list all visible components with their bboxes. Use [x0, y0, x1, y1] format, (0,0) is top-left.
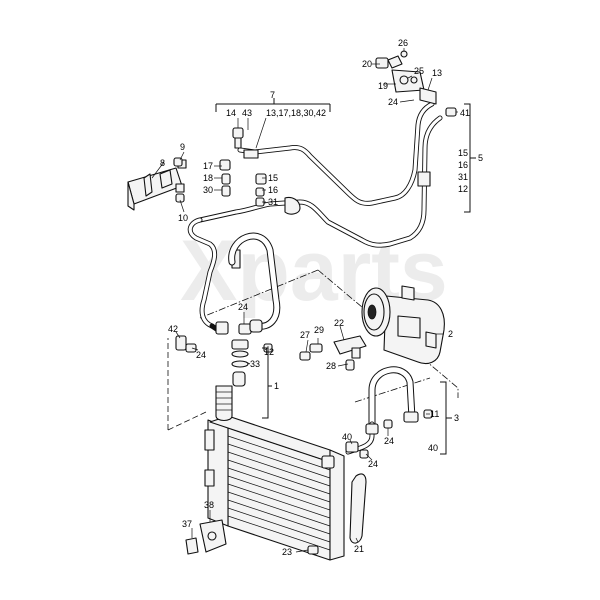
callout-25: 25: [414, 66, 424, 76]
pressure-hose: [345, 366, 419, 455]
fitting-41: [445, 107, 457, 117]
refrigerant-pipe-lower: [187, 115, 443, 335]
callout-3: 3: [454, 413, 459, 423]
callout-41: 41: [460, 108, 470, 118]
suction-hose: [228, 232, 281, 333]
callout-23: 23: [282, 547, 292, 557]
compressor-valve: [333, 335, 367, 359]
callout-11: 11: [430, 409, 439, 419]
callout-13: 13: [432, 68, 442, 78]
callout-28: 28: [326, 361, 336, 371]
receiver-drier: [215, 323, 252, 422]
callout-24e: 24: [368, 459, 378, 469]
callout-8: 8: [160, 158, 165, 168]
top-bracket: [375, 50, 437, 105]
callout-33: 33: [250, 359, 260, 369]
callout-16a: 16: [268, 185, 278, 195]
callout-40b: 40: [428, 443, 438, 453]
callout-19: 19: [378, 81, 388, 91]
callout-30: 30: [203, 185, 213, 195]
callout-24b: 24: [196, 350, 206, 360]
callout-2: 2: [448, 329, 453, 339]
callout-24d: 24: [384, 436, 394, 446]
callout-40a: 40: [342, 432, 352, 442]
leader-lines: [151, 48, 458, 553]
callout-15a: 15: [268, 173, 278, 183]
callout-26: 26: [398, 38, 408, 48]
pressure-switch: [232, 127, 259, 159]
side-seal-strip: [349, 473, 367, 544]
callout-1: 1: [274, 381, 279, 391]
callout-5: 5: [478, 153, 483, 163]
callout-37: 37: [182, 519, 192, 529]
callout-20: 20: [362, 59, 372, 69]
callout-22: 22: [334, 318, 344, 328]
callout-31b: 31: [458, 172, 468, 182]
group-brackets: [215, 98, 476, 455]
callout-14: 14: [226, 108, 236, 118]
mounting-bracket: [185, 519, 227, 555]
condenser: [204, 415, 345, 561]
callout-12b: 12: [264, 347, 274, 357]
callout-9: 9: [180, 142, 185, 152]
callout-24a: 24: [388, 97, 398, 107]
callout-10: 10: [178, 213, 188, 223]
callout-29: 29: [314, 325, 324, 335]
compressor: [361, 285, 445, 365]
callout-24c: 24: [238, 302, 248, 312]
small-fittings: [173, 157, 433, 555]
callout-15b: 15: [458, 148, 468, 158]
bracket-assembly: [127, 159, 187, 211]
callout-21: 21: [354, 544, 364, 554]
callout-42: 42: [168, 324, 178, 334]
callout-16b: 16: [458, 160, 468, 170]
callout-38: 38: [204, 500, 214, 510]
callout-31a: 31: [268, 197, 278, 207]
callout-27: 27: [300, 330, 310, 340]
callout-7: 7: [270, 90, 275, 100]
callout-labels: 7 13,17,18,30,42 14 43 17 18 30 15 16 31…: [160, 38, 483, 557]
callout-7-subparts: 13,17,18,30,42: [266, 108, 326, 118]
callout-12a: 12: [458, 184, 468, 194]
callout-18: 18: [203, 173, 213, 183]
callout-17: 17: [203, 161, 213, 171]
callout-43: 43: [242, 108, 252, 118]
